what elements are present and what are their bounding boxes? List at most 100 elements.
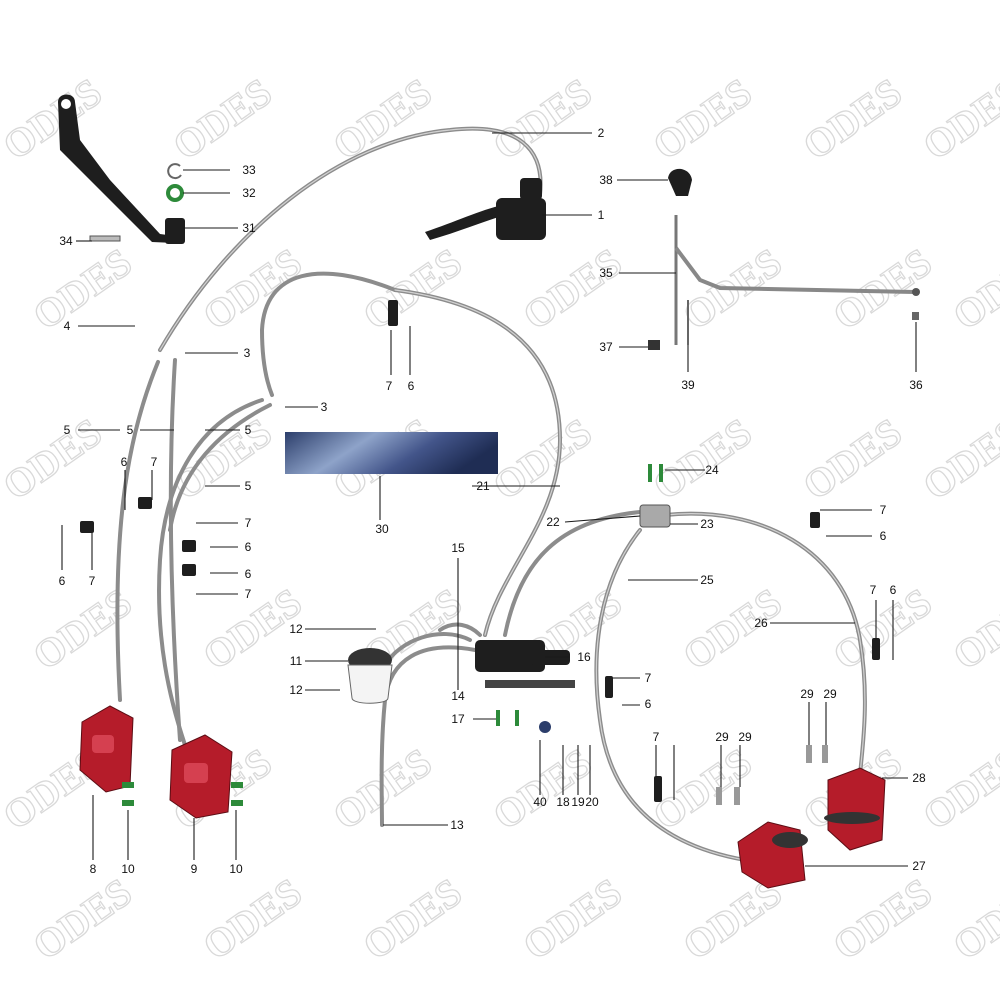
- splitter-icon[interactable]: [639, 464, 671, 528]
- reservoir-icon[interactable]: [347, 648, 393, 704]
- part-number-label: 7: [245, 587, 252, 601]
- part-number-label: 20: [585, 795, 599, 809]
- watermark-text: ODES: [945, 579, 1000, 678]
- part-number-label: 24: [705, 463, 719, 477]
- hose-5c: [157, 398, 264, 747]
- watermark-text: ODES: [915, 409, 1000, 508]
- watermark-text: ODES: [165, 69, 280, 168]
- part-number-label: 16: [577, 650, 591, 664]
- part-number-label: 30: [375, 522, 389, 536]
- hose-cover-banner[interactable]: [285, 432, 498, 474]
- watermark-text: ODES: [355, 869, 470, 968]
- part-number-label: 7: [386, 379, 393, 393]
- hose-5d: [168, 403, 272, 532]
- hose-22: [503, 510, 642, 637]
- part-number-label: 13: [450, 818, 464, 832]
- part-number-label: 29: [738, 730, 752, 744]
- part-number-label: 6: [59, 574, 66, 588]
- part-number-label: 9: [191, 862, 198, 876]
- part-number-label: 38: [599, 173, 613, 187]
- part-number-label: 29: [800, 687, 814, 701]
- part-number-label: 6: [245, 540, 252, 554]
- watermark-text: ODES: [485, 69, 600, 168]
- part-number-label: 18: [556, 795, 570, 809]
- leader-lines: [61, 132, 917, 867]
- part-number-label: 22: [546, 515, 560, 529]
- part-number-label: 5: [245, 423, 252, 437]
- part-number-label: 5: [64, 423, 71, 437]
- watermark-text: ODES: [355, 239, 470, 338]
- hose-15: [438, 622, 482, 637]
- part-number-label: 6: [408, 379, 415, 393]
- watermark-text: ODES: [945, 239, 1000, 338]
- watermark-text: ODES: [0, 409, 110, 508]
- brake-lever-icon[interactable]: [425, 178, 546, 240]
- brake-pedal-icon[interactable]: [58, 94, 185, 245]
- part-number-label: 6: [121, 455, 128, 469]
- part-number-label: 7: [653, 730, 660, 744]
- watermark-text: ODES: [645, 69, 760, 168]
- part-number-label: 27: [912, 859, 926, 873]
- watermark-text: ODES: [915, 69, 1000, 168]
- part-number-label: 6: [890, 583, 897, 597]
- part-number-label: 39: [681, 378, 695, 392]
- part-number-label: 6: [880, 529, 887, 543]
- part-number-label: 10: [121, 862, 135, 876]
- watermark-text: ODES: [515, 239, 630, 338]
- part-number-label: 3: [321, 400, 328, 414]
- part-number-label: 12: [289, 622, 303, 636]
- watermark-text: ODES: [25, 579, 140, 678]
- part-number-label: 7: [880, 503, 887, 517]
- bolt-icon: [122, 710, 828, 806]
- hose-5a: [115, 360, 160, 702]
- watermark-text: ODES: [825, 579, 940, 678]
- watermark-text: ODES: [325, 69, 440, 168]
- part-number-label: 14: [451, 689, 465, 703]
- part-number-label: 29: [823, 687, 837, 701]
- part-number-label: 2: [598, 126, 605, 140]
- part-number-label: 7: [151, 455, 158, 469]
- part-number-label: 29: [715, 730, 729, 744]
- watermark-text: ODES: [25, 239, 140, 338]
- watermark-text: ODES: [25, 869, 140, 968]
- part-number-label: 23: [700, 517, 714, 531]
- part-number-label: 10: [229, 862, 243, 876]
- watermark-text: ODES: [945, 869, 1000, 968]
- parking-rod-assembly[interactable]: [648, 168, 920, 350]
- watermark-text: ODES: [485, 409, 600, 508]
- part-number-label: 8: [90, 862, 97, 876]
- part-number-label: 25: [700, 573, 714, 587]
- watermark-text: ODES: [915, 739, 1000, 838]
- part-number-label: 17: [451, 712, 465, 726]
- part-number-label: 37: [599, 340, 613, 354]
- watermark-text: ODES: [195, 239, 310, 338]
- watermark-text: ODES: [0, 69, 110, 168]
- part-number-label: 1: [598, 208, 605, 222]
- watermark-text: ODES: [485, 739, 600, 838]
- hose-21: [259, 271, 397, 397]
- part-number-label: 21: [476, 479, 490, 493]
- part-number-label: 34: [59, 234, 73, 248]
- watermark-text: ODES: [515, 869, 630, 968]
- part-number-label: 12: [289, 683, 303, 697]
- part-number-label: 31: [242, 221, 256, 235]
- hose-clip-icon: [80, 300, 880, 802]
- part-number-label: 5: [127, 423, 134, 437]
- part-number-label: 28: [912, 771, 926, 785]
- part-number-label: 7: [870, 583, 877, 597]
- brake-caliper-icon[interactable]: [79, 705, 886, 889]
- watermark-text: ODES: [195, 869, 310, 968]
- part-number-label: 6: [245, 567, 252, 581]
- watermark-text: ODES: [795, 409, 910, 508]
- part-number-label: 33: [242, 163, 256, 177]
- washer-32: [166, 184, 184, 202]
- part-number-label: 19: [571, 795, 585, 809]
- watermark-text: ODES: [675, 579, 790, 678]
- part-number-label: 32: [242, 186, 256, 200]
- part-number-label: 15: [451, 541, 465, 555]
- watermark-text: ODES: [645, 409, 760, 508]
- part-number-label: 7: [245, 516, 252, 530]
- part-number-label: 5: [245, 479, 252, 493]
